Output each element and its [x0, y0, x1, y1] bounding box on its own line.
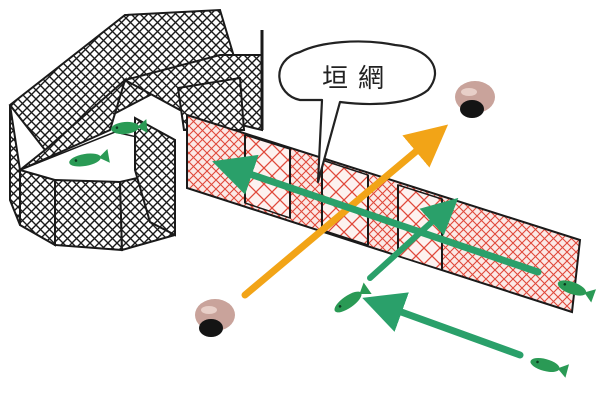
leader-net	[186, 113, 582, 314]
fish-icon	[69, 148, 110, 167]
callout-label: 垣網	[321, 64, 394, 94]
seal-head-icon	[455, 81, 495, 118]
callout-bubble	[278, 40, 437, 184]
fish-path-arrow-lower	[362, 292, 524, 359]
seal-head-icon	[195, 299, 235, 337]
fish-path-arrow-middle	[367, 197, 459, 281]
fish-path-arrow-upper	[212, 154, 542, 276]
fish-icon	[530, 358, 570, 378]
trap-net	[8, 8, 264, 252]
sight-arrow	[241, 124, 449, 299]
fish-icon	[111, 119, 148, 135]
fish-icon	[557, 280, 597, 303]
fish-icon	[334, 282, 372, 313]
